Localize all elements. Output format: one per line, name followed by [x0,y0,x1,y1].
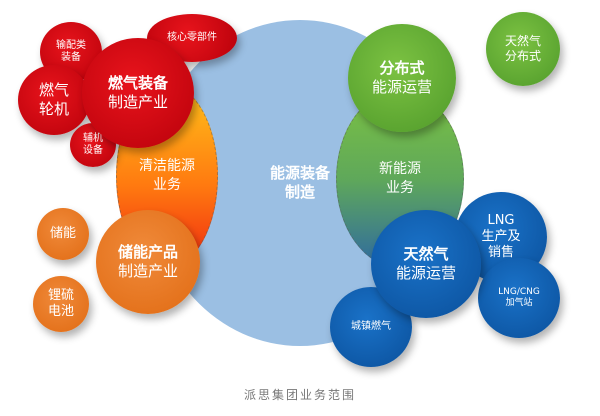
bubble-subtitle: 制造产业 [107,93,168,111]
bubble-text: 分布式 [504,49,541,63]
bubble-title: 储能产品 [117,243,178,262]
core-line1: 能源装备 [269,163,330,182]
figure-caption: 派思集团业务范围 [243,388,356,402]
new-line1: 新能源 [379,161,421,178]
bubble-text: 核心零部件 [167,31,217,43]
bubble-text: 燃气 [38,81,69,100]
bubble-text: 辅机 [83,132,103,144]
bubble-title: 燃气装备 [107,74,168,93]
bubble-text: 加气站 [505,298,533,308]
gas-distributed-bubble: 天然气分布式 [486,12,560,86]
bubble-text: LNG [487,212,515,228]
bubble-text: 销售 [487,245,514,261]
clean-line2: 业务 [153,177,181,193]
bubble-title: 天然气 [403,245,449,264]
gas-equipment-bubble: 燃气装备制造产业 [82,38,194,148]
new-line2: 业务 [386,180,414,196]
bubble-text: 装备 [61,52,81,63]
bubble-text: 城镇燃气 [351,320,391,332]
gas-turbine-bubble: 燃气轮机 [18,65,90,135]
bubble-text: 输配类 [56,39,86,51]
storage-products-bubble: 储能产品制造产业 [96,210,200,314]
lithium-sulfur-battery-bubble: 锂硫电池 [33,276,89,332]
bubble-subtitle: 制造产业 [117,262,178,280]
bubble-text: 电池 [47,304,74,319]
bubble-text: 设备 [83,145,103,156]
bubble-title: 分布式 [379,59,425,78]
bubble-subtitle: 能源运营 [371,78,432,96]
bubble-text: 储能 [49,225,76,241]
bubble-text: 天然气 [504,34,541,48]
core-line2: 制造 [284,183,315,201]
natural-gas-operation-bubble: 天然气能源运营 [371,210,481,318]
bubble-text: LNG/CNG [498,286,540,297]
clean-line1: 清洁能源 [139,158,195,175]
distributed-energy-bubble: 分布式能源运营 [348,24,456,132]
bubble-subtitle: 能源运营 [395,264,456,282]
bubble-text: 轮机 [38,100,69,118]
energy-storage-bubble: 储能 [37,208,89,260]
bubble-text: 锂硫 [47,287,74,303]
bubble-text: 生产及 [481,228,521,244]
